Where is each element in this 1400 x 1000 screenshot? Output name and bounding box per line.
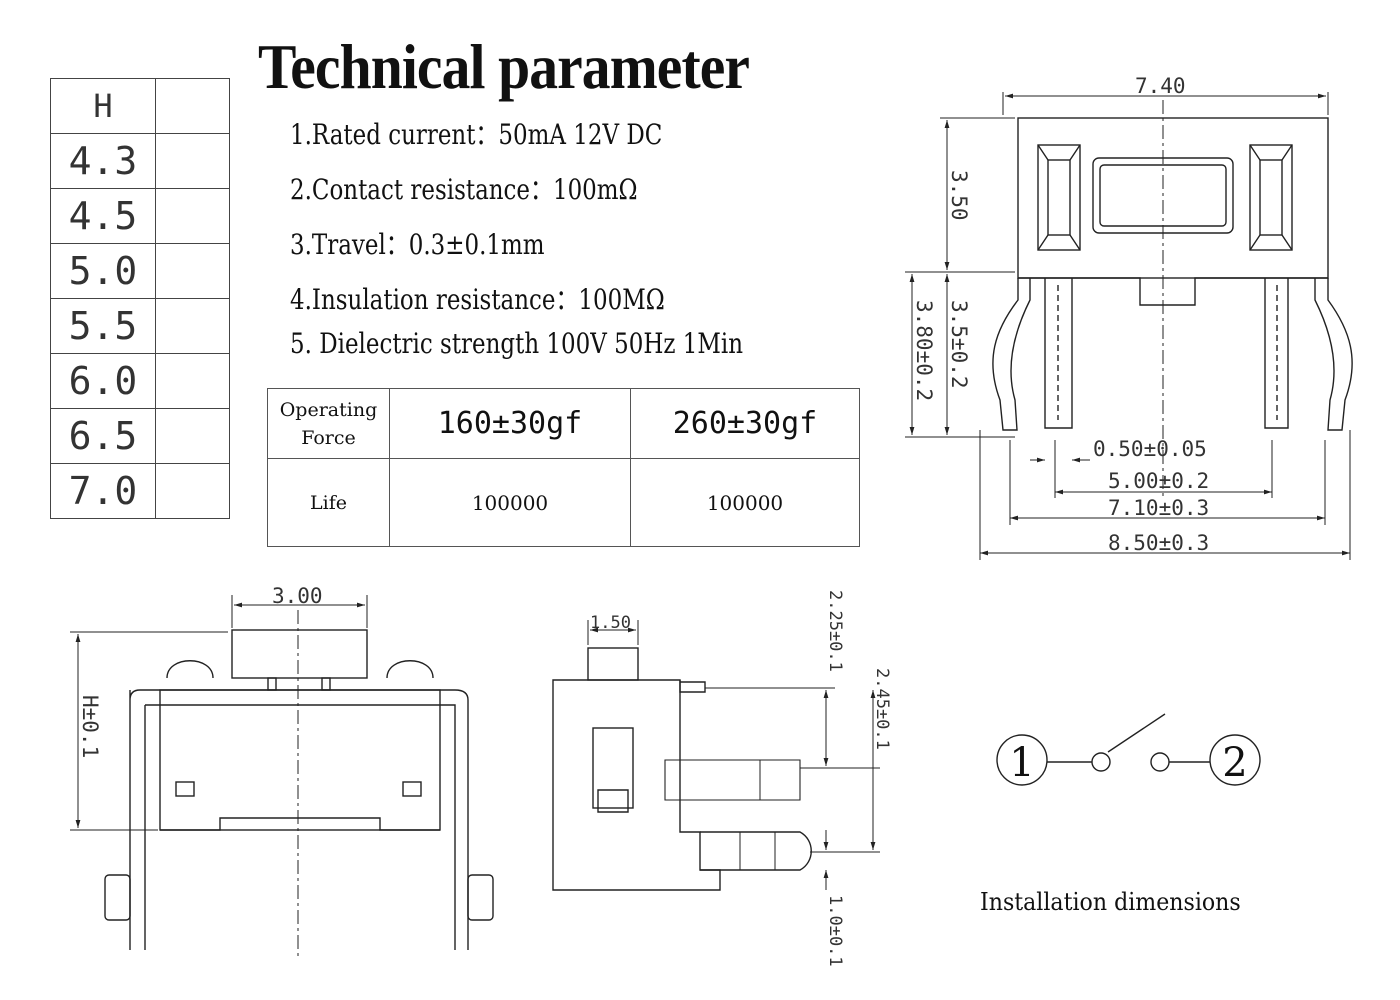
operating-force-label: Operating Force [267,388,390,459]
dim-top-width: 7.40 [1135,74,1186,98]
top-view-drawing [905,92,1353,560]
life-label: Life [267,458,390,547]
dim-side-bottom: 1.0±0.1 [825,895,845,967]
dim-side-width: 1.50 [590,613,631,633]
dim-front-width: 3.00 [272,584,323,608]
dim-outer-span: 8.50±0.3 [1108,531,1209,555]
life-value-b: 100000 [630,458,860,547]
dim-inner-span: 5.00±0.2 [1108,469,1209,493]
pin-1-label: 1 [1009,740,1034,786]
force-label: Force [301,426,356,449]
front-view-drawing [70,595,494,960]
spec-rated-current: 1.Rated current：50mA 12V DC [290,118,663,151]
spec-insulation-resistance: 4.Insulation resistance：100MΩ [290,283,665,316]
dim-mid-span: 7.10±0.3 [1108,496,1209,520]
dim-height-tolerance: H±0.1 [78,695,102,758]
switch-schematic [996,713,1261,786]
spec-dielectric-strength: 5. Dielectric strength 100V 50Hz 1Min [290,327,743,360]
height-value: 7.0 [50,463,156,519]
installation-caption: Installation dimensions [980,888,1241,916]
operating-label: Operating [279,398,378,421]
dim-body-height: 3.50 [947,170,971,221]
dim-total-lead: 3.80±0.2 [912,300,936,401]
height-table: H 4.3 4.5 5.0 5.5 6.0 6.5 7.0 [50,78,230,519]
force-life-table: Operating Force 160±30gf 260±30gf Life 1… [267,388,860,547]
life-value-a: 100000 [389,458,631,547]
force-value-a: 160±30gf [389,388,631,459]
force-value-b: 260±30gf [630,388,860,459]
spec-travel: 3.Travel：0.3±0.1mm [290,228,545,261]
spec-contact-resistance: 2.Contact resistance：100mΩ [290,173,638,206]
side-view-drawing [552,620,880,891]
height-value: 6.0 [50,353,156,409]
dim-side-top: 2.25±0.1 [825,590,845,672]
height-header: H [50,78,156,134]
pin-2-label: 2 [1222,740,1247,786]
dim-pin-width: 0.50±0.05 [1093,437,1207,461]
page-title: Technical parameter [258,31,750,102]
dim-lead-length: 3.5±0.2 [947,300,971,389]
height-value: 5.0 [50,243,156,299]
dim-side-mid: 2.45±0.1 [872,668,892,750]
